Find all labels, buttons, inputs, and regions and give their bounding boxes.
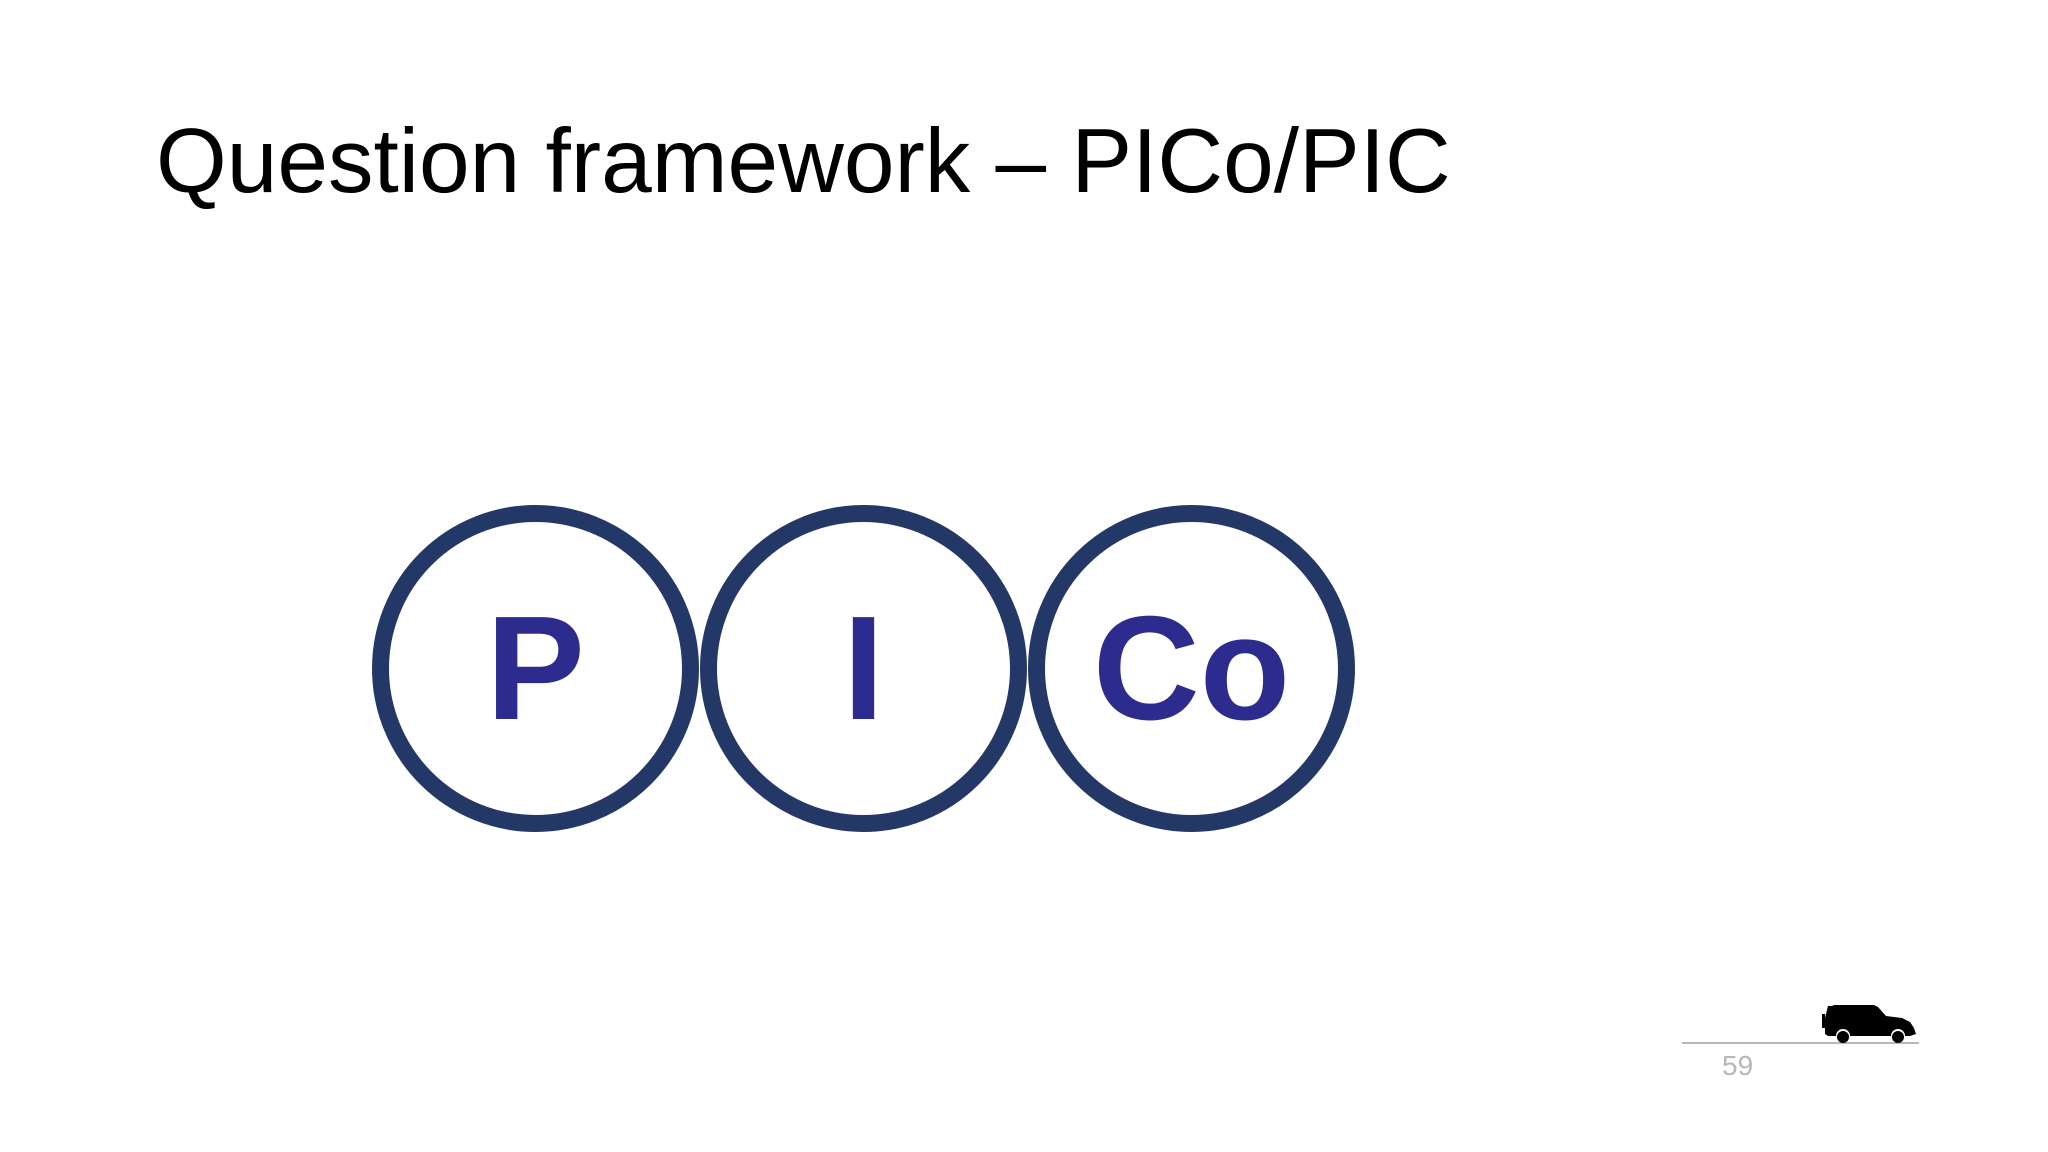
- footer-divider: [1682, 1042, 1919, 1044]
- car-silhouette-icon: [1822, 1005, 1916, 1043]
- circle-co-letter: Co: [1092, 585, 1291, 751]
- circle-i-letter: I: [842, 585, 885, 751]
- slide-title: Question framework – PICo/PIC: [156, 111, 1451, 212]
- page-number: 59: [1722, 1050, 1754, 1081]
- circle-co: Co: [1028, 505, 1355, 832]
- circle-i: I: [700, 505, 1027, 832]
- circle-p-letter: P: [486, 585, 585, 751]
- circle-p: P: [372, 505, 699, 832]
